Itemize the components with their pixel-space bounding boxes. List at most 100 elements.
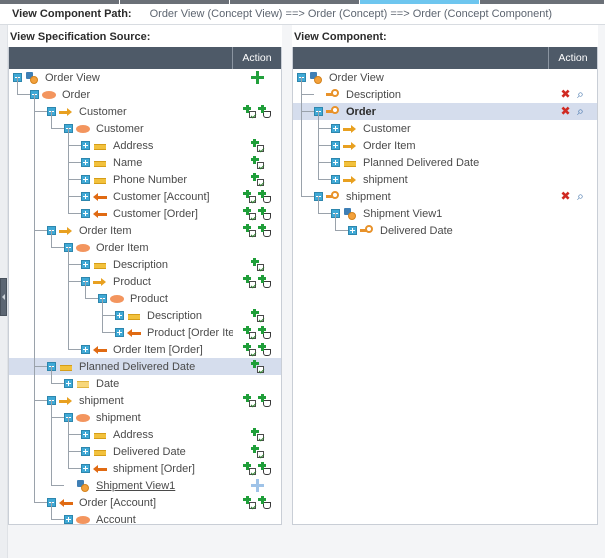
expand-toggle-icon[interactable] [115, 311, 124, 320]
expand-toggle-icon[interactable] [331, 158, 340, 167]
expand-toggle-icon[interactable] [64, 515, 73, 524]
tree-row[interactable]: Order [9, 86, 281, 103]
add-selection-icon[interactable] [250, 139, 264, 152]
add-reference-icon[interactable] [258, 326, 271, 339]
window-tab-4[interactable] [480, 0, 605, 4]
expand-toggle-icon[interactable] [81, 447, 90, 456]
tree-node-label[interactable]: Shipment View1 [96, 479, 176, 492]
add-reference-icon[interactable] [258, 275, 271, 288]
tree-row[interactable]: Customer [9, 120, 281, 137]
tree-row[interactable]: Planned Delivered Date [9, 358, 281, 375]
tree-row[interactable]: Delivered Date [293, 222, 597, 239]
tree-row[interactable]: Shipment View1 [293, 205, 597, 222]
tree-row[interactable]: Shipment View1 [9, 477, 281, 494]
tree-row[interactable]: Address [9, 426, 281, 443]
add-selection-icon[interactable] [250, 173, 264, 186]
add-selection-icon[interactable] [243, 224, 256, 237]
add-reference-icon[interactable] [258, 224, 271, 237]
tree-row[interactable]: Order Item [9, 239, 281, 256]
expand-toggle-icon[interactable] [331, 124, 340, 133]
tree-row[interactable]: Description [9, 256, 281, 273]
add-selection-icon[interactable] [250, 258, 264, 271]
tree-row[interactable]: Customer [Account] [9, 188, 281, 205]
add-view-icon[interactable] [250, 479, 264, 492]
tree-row[interactable]: Order View [293, 69, 597, 86]
tree-row[interactable]: Description [9, 307, 281, 324]
expand-toggle-icon[interactable] [81, 430, 90, 439]
add-reference-icon[interactable] [258, 394, 271, 407]
tree-row[interactable]: shipment [9, 392, 281, 409]
add-selection-icon[interactable] [243, 343, 256, 356]
add-reference-icon[interactable] [258, 462, 271, 475]
add-root-icon[interactable] [250, 71, 264, 84]
tree-row[interactable]: Delivered Date [9, 443, 281, 460]
add-reference-icon[interactable] [258, 343, 271, 356]
add-selection-icon[interactable] [243, 207, 256, 220]
add-reference-icon[interactable] [258, 190, 271, 203]
expand-toggle-icon[interactable] [81, 464, 90, 473]
tree-row[interactable]: Order Item [293, 137, 597, 154]
tree-row[interactable]: Order [Account] [9, 494, 281, 511]
tree-row[interactable]: Date [9, 375, 281, 392]
add-selection-icon[interactable] [250, 360, 264, 373]
tree-row[interactable]: shipment [9, 409, 281, 426]
tree-row[interactable]: shipment [Order] [9, 460, 281, 477]
expand-toggle-icon[interactable] [331, 175, 340, 184]
window-tab-1[interactable] [120, 0, 231, 4]
window-tab-0[interactable] [0, 0, 121, 4]
expand-toggle-icon[interactable] [115, 328, 124, 337]
add-selection-icon[interactable] [243, 190, 256, 203]
add-selection-icon[interactable] [243, 394, 256, 407]
expand-toggle-icon[interactable] [348, 226, 357, 235]
tree-row[interactable]: Order View [9, 69, 281, 86]
tree-row[interactable]: Account [9, 511, 281, 524]
add-selection-icon[interactable] [250, 428, 264, 441]
delete-icon[interactable]: ✖ [560, 189, 571, 203]
expand-toggle-icon[interactable] [81, 141, 90, 150]
tree-row[interactable]: Order Item [Order] [9, 341, 281, 358]
add-selection-icon[interactable] [250, 445, 264, 458]
add-selection-icon[interactable] [243, 275, 256, 288]
expand-toggle-icon[interactable] [81, 192, 90, 201]
add-reference-icon[interactable] [258, 496, 271, 509]
add-reference-icon[interactable] [258, 105, 271, 118]
tree-row[interactable]: Planned Delivered Date [293, 154, 597, 171]
tree-row[interactable]: Order Item [9, 222, 281, 239]
window-tab-2[interactable] [230, 0, 361, 4]
tree-row[interactable]: Customer [Order] [9, 205, 281, 222]
add-selection-icon[interactable] [243, 326, 256, 339]
find-icon[interactable]: ⌕ [577, 87, 584, 101]
add-selection-icon[interactable] [250, 309, 264, 322]
add-selection-icon[interactable] [243, 496, 256, 509]
delete-icon[interactable]: ✖ [560, 104, 571, 118]
tree-row[interactable]: Product [9, 290, 281, 307]
window-tab-strip[interactable] [0, 0, 605, 4]
tree-row[interactable]: Product [9, 273, 281, 290]
tree-row[interactable]: Address [9, 137, 281, 154]
add-selection-icon[interactable] [243, 462, 256, 475]
find-icon[interactable]: ⌕ [577, 189, 584, 203]
add-selection-icon[interactable] [243, 105, 256, 118]
tree-row[interactable]: Product [Order Item] [9, 324, 281, 341]
expand-toggle-icon[interactable] [81, 260, 90, 269]
sidebar-collapse-handle[interactable] [0, 278, 7, 316]
expand-toggle-icon[interactable] [81, 209, 90, 218]
tree-row[interactable]: Description✖⌕ [293, 86, 597, 103]
tree-row[interactable]: shipment✖⌕ [293, 188, 597, 205]
tree-row[interactable]: Customer [293, 120, 597, 137]
tree-row[interactable]: Customer [9, 103, 281, 120]
expand-toggle-icon[interactable] [81, 158, 90, 167]
add-selection-icon[interactable] [250, 156, 264, 169]
find-icon[interactable]: ⌕ [577, 104, 584, 118]
expand-toggle-icon[interactable] [331, 141, 340, 150]
window-tab-3[interactable] [360, 0, 481, 4]
tree-row[interactable]: shipment [293, 171, 597, 188]
tree-row[interactable]: Phone Number [9, 171, 281, 188]
tree-row[interactable]: Name [9, 154, 281, 171]
expand-toggle-icon[interactable] [81, 175, 90, 184]
tree-row[interactable]: Order✖⌕ [293, 103, 597, 120]
expand-toggle-icon[interactable] [81, 345, 90, 354]
delete-icon[interactable]: ✖ [560, 87, 571, 101]
expand-toggle-icon[interactable] [64, 379, 73, 388]
add-reference-icon[interactable] [258, 207, 271, 220]
